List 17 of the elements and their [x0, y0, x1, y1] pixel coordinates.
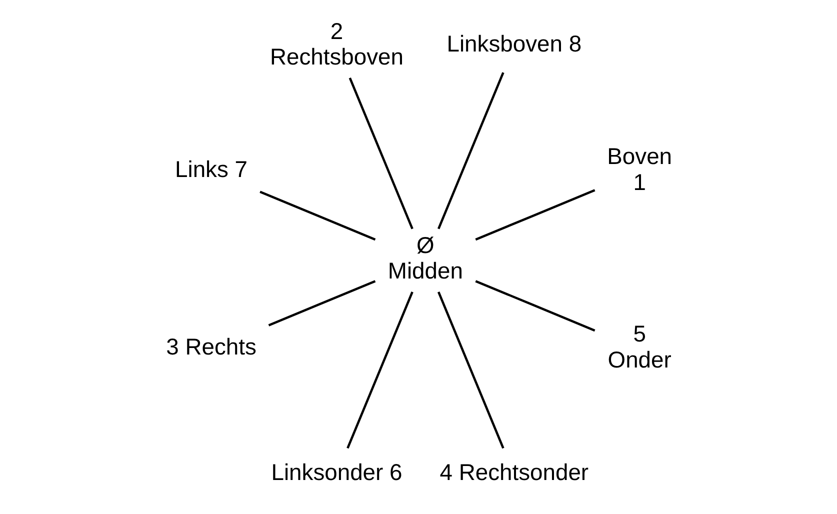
- node-text: 2 Rechtsboven: [269, 17, 403, 70]
- connector: [436, 291, 504, 448]
- connector: [474, 280, 595, 332]
- node-text: Boven 1: [606, 142, 672, 194]
- node-text: Links 7: [174, 156, 248, 182]
- connector: [348, 76, 413, 229]
- connector: [436, 72, 504, 229]
- node-text: 4 Rechtsonder: [439, 458, 588, 484]
- connector: [259, 190, 376, 240]
- node-text: 3 Rechts: [166, 333, 256, 360]
- connector: [268, 280, 376, 326]
- node-text: 5 Onder: [607, 320, 671, 372]
- node-text: Linksonder 6: [270, 458, 402, 484]
- node-text: Ø Midden: [387, 231, 462, 284]
- node-text: Linksboven 8: [446, 30, 582, 56]
- connector: [474, 188, 595, 240]
- connector: [346, 291, 413, 448]
